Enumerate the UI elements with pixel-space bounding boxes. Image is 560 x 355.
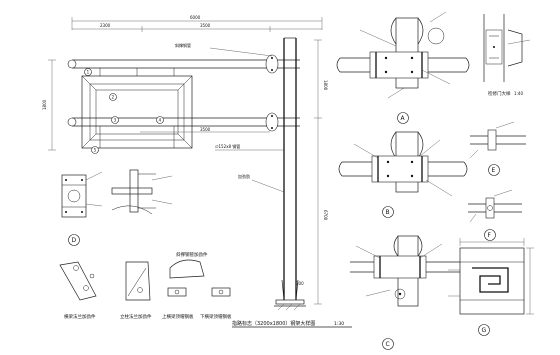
parts-row: 横梁法兰加劲件 立柱法兰加劲件 斜撑钢管加劲件 上横梁顶帽钢板 下横梁顶帽钢板 (59, 251, 232, 320)
part-b-label: 立柱法兰加劲件 (120, 313, 152, 320)
svg-text:5: 5 (94, 148, 97, 153)
label-a: A (401, 115, 406, 122)
detail-b: B (338, 131, 468, 218)
callout-1: 1 (84, 68, 92, 76)
door-title: 检修门大样 (488, 90, 511, 97)
main-elevation: 6000 2300 3500 (42, 15, 352, 328)
part-c-label: 斜撑钢管加劲件 (176, 251, 208, 258)
detail-e: E (469, 121, 526, 176)
label-g: G (482, 327, 487, 334)
note-3: 加劲肋 (238, 173, 250, 179)
svg-text:1: 1 (87, 70, 90, 75)
label-b: B (386, 209, 390, 216)
svg-text:2: 2 (112, 95, 115, 100)
door-detail: 检修门大样 1:40 (483, 14, 531, 97)
dim-right-height: 6700 (323, 210, 328, 221)
dim-top-right: 3500 (200, 23, 211, 28)
note-2: ∅152x8 钢管 (215, 143, 240, 149)
note-1: 斜撑钢管 (175, 42, 191, 48)
dim-left-height: 1800 (42, 99, 47, 110)
part-a-label: 横梁法兰加劲件 (64, 313, 96, 320)
detail-g: G (448, 238, 534, 336)
svg-text:4: 4 (159, 118, 162, 123)
detail-d: D (61, 169, 173, 246)
door-scale: 1:40 (514, 91, 523, 96)
dim-top-total: 6000 (190, 15, 201, 20)
svg-text:3: 3 (114, 118, 117, 123)
main-caption: 指路标志（3200x1800）钢架大样图 (232, 320, 315, 327)
detail-f: F (468, 189, 522, 241)
callout-2: 2 (109, 93, 117, 101)
callout-3: 3 (111, 116, 119, 124)
dim-small-300: 300 (296, 281, 304, 286)
part-d-label: 上横梁顶帽钢板 (162, 313, 194, 320)
label-d: D (72, 237, 77, 244)
dim-mid-span: 3500 (200, 127, 211, 132)
dim-right-sub: 1800 (323, 80, 328, 91)
callout-5: 5 (91, 146, 99, 154)
detail-a: A (336, 11, 470, 124)
callout-4: 4 (156, 116, 164, 124)
dim-top-left: 2300 (100, 23, 111, 28)
main-scale: 1:30 (334, 321, 344, 327)
detail-c: C (350, 235, 460, 350)
label-c: C (386, 341, 390, 348)
label-e: E (492, 167, 496, 174)
label-f: F (488, 232, 492, 239)
part-e-label: 下横梁顶帽钢板 (200, 313, 232, 320)
